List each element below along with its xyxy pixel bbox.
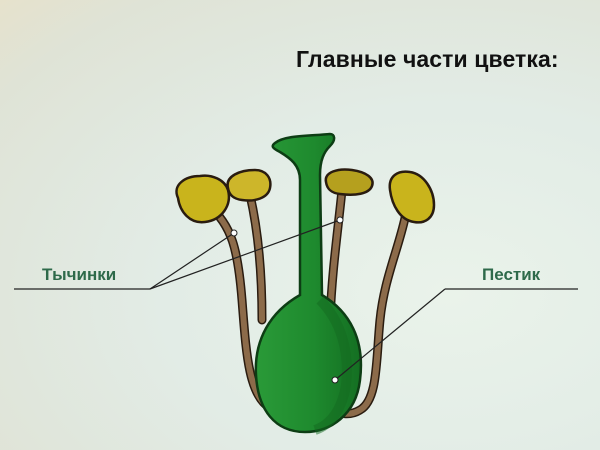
stamen-anthers — [175, 168, 436, 224]
stamens-label: Тычинки — [42, 265, 117, 284]
stamens-pointer-1 — [149, 232, 235, 290]
leader-lines — [14, 219, 578, 381]
diagram-title: Главные части цветка: — [296, 46, 559, 72]
pistil-shape — [254, 132, 363, 435]
pointer-dots — [230, 216, 344, 384]
pistil-pointer — [334, 288, 446, 381]
pistil-label: Пестик — [482, 265, 541, 284]
stamens-pointer-2 — [149, 219, 341, 290]
